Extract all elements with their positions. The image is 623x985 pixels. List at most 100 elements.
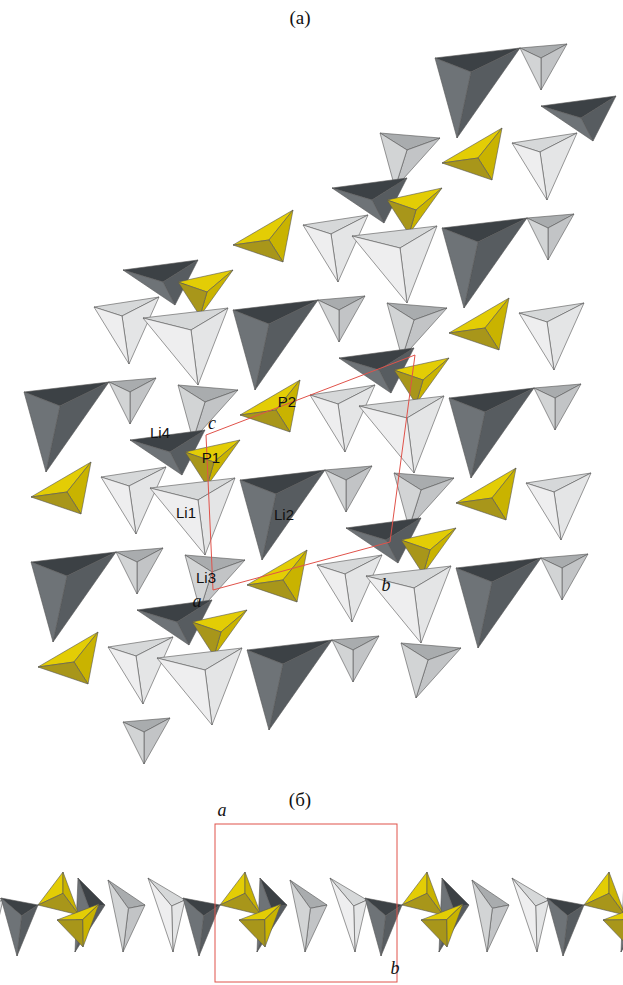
tetrahedron-face <box>31 492 81 514</box>
tetrahedron <box>456 558 541 648</box>
unit-cell <box>206 355 415 590</box>
tetrahedron <box>541 554 588 600</box>
tetrahedron-face <box>247 580 297 602</box>
tetrahedron-face <box>130 378 156 424</box>
site-label: Li4 <box>150 424 170 441</box>
tetrahedron <box>332 636 379 682</box>
tetrahedron-face <box>148 878 173 952</box>
tetrahedron <box>109 378 156 424</box>
tetrahedron-face <box>150 488 205 555</box>
tetrahedron-face <box>240 480 276 560</box>
axis-label: c <box>208 413 216 434</box>
tetrahedron <box>31 552 116 642</box>
tetrahedron-face <box>359 406 414 473</box>
tetrahedron <box>352 226 437 303</box>
tetrahedron <box>456 468 516 520</box>
tetrahedron-face <box>536 900 549 952</box>
tetrahedron <box>442 128 502 180</box>
axis-label: a <box>193 591 202 612</box>
tetrahedron <box>310 385 375 452</box>
tetrahedron-face <box>83 904 99 947</box>
axis-label: b <box>391 958 400 979</box>
tetrahedron-face <box>332 640 353 682</box>
tetrahedron <box>519 303 584 370</box>
tetrahedron <box>247 550 307 602</box>
tetrahedron-face <box>456 568 492 648</box>
tetrahedron <box>534 384 581 430</box>
tetrahedron-face <box>353 636 379 682</box>
tetrahedron-face <box>442 158 492 180</box>
tetrahedron-face <box>116 552 137 594</box>
tetrahedron <box>359 396 444 473</box>
tetrahedron <box>318 296 365 342</box>
tetrahedron-face <box>555 384 581 430</box>
tetrahedron-face <box>183 898 204 956</box>
tetrahedron-face <box>346 466 372 512</box>
tetrahedron <box>247 640 332 730</box>
tetrahedron-face <box>449 328 499 350</box>
tetrahedron-face <box>534 388 555 430</box>
tetrahedron-face <box>519 313 554 370</box>
tetrahedron-face <box>520 48 541 90</box>
tetrahedron-face <box>108 647 143 704</box>
tetrahedron <box>116 548 163 594</box>
tetrahedron <box>123 718 170 764</box>
tetrahedron-face <box>38 662 88 684</box>
tetrahedron-face <box>144 718 170 764</box>
tetrahedron-face <box>172 900 185 952</box>
tetrahedron-face <box>603 920 623 947</box>
tetrahedron-face <box>401 643 428 698</box>
tetrahedron-face <box>1 898 22 956</box>
tetrahedron-face <box>603 904 623 920</box>
tetrahedron-face <box>325 470 346 512</box>
tetrahedron <box>520 44 567 90</box>
tetrahedron <box>101 467 166 534</box>
tetrahedron <box>94 297 159 364</box>
tetrahedron <box>157 648 242 725</box>
tetrahedron <box>449 298 509 350</box>
tetrahedron <box>394 473 454 528</box>
tetrahedron-face <box>233 240 283 262</box>
tetrahedron-face <box>512 143 547 200</box>
panel-label: (а) <box>289 7 310 29</box>
tetrahedron <box>380 133 440 188</box>
tetrahedron-face <box>310 395 345 452</box>
panel-a-structure <box>24 44 616 764</box>
tetrahedron <box>108 637 173 704</box>
site-label: P2 <box>278 393 296 410</box>
tetrahedron-face <box>38 893 79 915</box>
tetrahedron-face <box>352 236 407 303</box>
tetrahedron-face <box>157 658 212 725</box>
site-label: Li3 <box>196 569 216 586</box>
tetrahedron <box>233 300 318 390</box>
tetrahedron-face <box>108 880 128 952</box>
tetrahedron <box>317 555 382 622</box>
site-label: P1 <box>202 449 220 466</box>
tetrahedron-face <box>584 893 623 915</box>
tetrahedron-face <box>290 880 310 952</box>
tetrahedron <box>366 566 451 643</box>
tetrahedron-face <box>562 554 588 600</box>
tetrahedron-face <box>24 392 60 472</box>
tetrahedron-face <box>526 483 561 540</box>
tetrahedron-face <box>31 562 67 642</box>
tetrahedron <box>24 382 109 472</box>
tetrahedron <box>325 466 372 512</box>
tetrahedron-face <box>123 722 144 764</box>
tetrahedron <box>449 388 534 478</box>
tetrahedron <box>233 210 293 262</box>
unit-cell <box>215 824 397 982</box>
tetrahedron-face <box>330 878 355 952</box>
tetrahedron-face <box>456 498 506 520</box>
tetrahedron <box>387 303 447 358</box>
tetrahedron <box>442 218 527 308</box>
tetrahedron-face <box>265 904 281 947</box>
tetrahedron-face <box>240 410 290 432</box>
tetrahedron <box>527 214 574 260</box>
tetrahedron <box>541 96 616 141</box>
tetrahedron-face <box>442 228 478 308</box>
tetrahedron <box>150 478 235 555</box>
tetrahedron-face <box>365 898 386 956</box>
